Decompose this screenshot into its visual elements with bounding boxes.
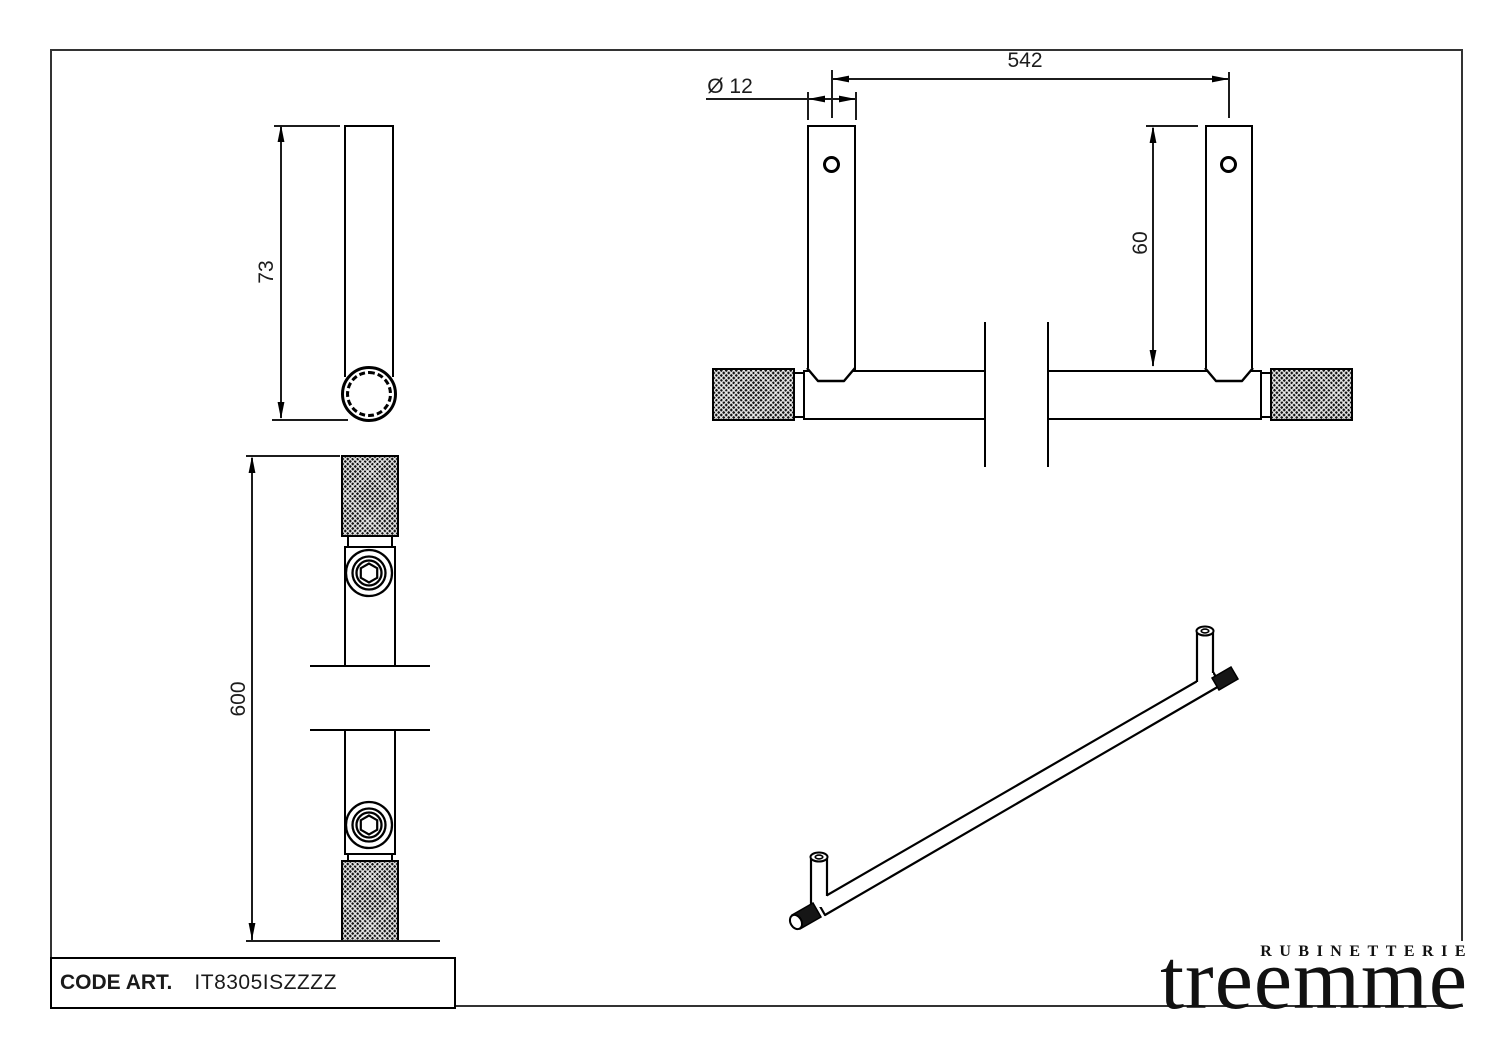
brand-tagline: RUBINETTERIE: [1260, 943, 1473, 960]
set-screw-detail: [344, 548, 394, 598]
dim-arrow: [277, 402, 285, 419]
post-tip-right: [1204, 367, 1254, 383]
knurl-cap-top: [341, 455, 399, 537]
ext-line: [831, 70, 833, 118]
ext-line: [1146, 125, 1198, 127]
knurl-cap-left: [712, 368, 795, 421]
set-screw-detail: [344, 800, 394, 850]
code-art-value: IT8305ISZZZZ: [194, 971, 337, 994]
dim-arrow: [248, 456, 256, 473]
dim-arrow: [808, 95, 825, 103]
ext-line: [246, 455, 340, 457]
neck-top: [347, 537, 393, 546]
dim-line-600: [251, 458, 253, 940]
dim-label-600: 600: [227, 681, 250, 717]
break-line: [310, 729, 430, 731]
dim-arrow: [1149, 126, 1157, 143]
dim-label-542: 542: [1007, 49, 1043, 72]
dim-arrow: [248, 923, 256, 940]
dim-label-60: 60: [1129, 231, 1152, 255]
dim-line-542: [832, 78, 1229, 80]
ext-line: [1228, 72, 1230, 118]
bar-end-cap-circle: [341, 366, 397, 422]
drawing-border: [50, 49, 1463, 1007]
side-view-post-outline: [344, 125, 394, 377]
ext-line: [246, 940, 440, 942]
knurl-dash-ring: [346, 371, 392, 417]
brand-logo: RUBINETTERIE treemme: [1106, 936, 1467, 1022]
mounting-hole-right: [1220, 156, 1237, 173]
dim-arrow: [277, 125, 285, 142]
dim-label-diameter: Ø 12: [707, 75, 753, 98]
isometric-view: [788, 625, 1240, 931]
title-block: CODE ART. IT8305ISZZZZ: [50, 957, 456, 1009]
break-line: [310, 665, 430, 667]
mounting-hole-left: [823, 156, 840, 173]
iso-bar: [815, 670, 1223, 917]
dim-arrow: [839, 95, 856, 103]
ext-line: [272, 419, 348, 421]
neck-bottom: [347, 855, 393, 860]
dim-arrow: [1149, 350, 1157, 367]
ext-line: [807, 92, 809, 120]
ext-line: [274, 125, 340, 127]
dim-line-60: [1152, 128, 1154, 366]
dim-line-73: [280, 127, 282, 418]
post-tip-left: [806, 367, 856, 383]
brand-name: treemme: [1160, 930, 1468, 1027]
neck-left: [795, 372, 803, 418]
dim-arrow: [1212, 75, 1229, 83]
neck-right: [1262, 372, 1270, 418]
dim-arrow: [832, 75, 849, 83]
break-line: [984, 322, 986, 467]
ext-line: [855, 92, 857, 120]
iso-knurl-cap-right: [1210, 665, 1240, 692]
knurl-cap-right: [1270, 368, 1353, 421]
dim-line-12: [706, 98, 856, 100]
iso-cap-end-face: [788, 913, 804, 931]
dim-label-73: 73: [255, 260, 278, 284]
code-art-label: CODE ART.: [60, 971, 173, 994]
knurl-cap-bottom: [341, 860, 399, 942]
break-line: [1047, 322, 1049, 467]
